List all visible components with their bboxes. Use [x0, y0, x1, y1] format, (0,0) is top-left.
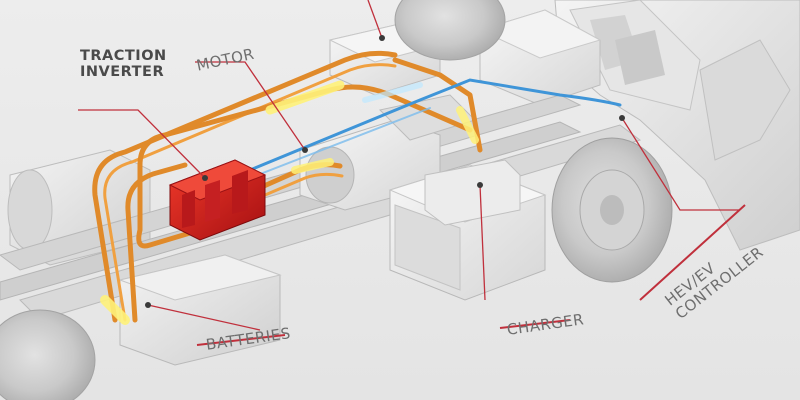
rear-wheel-left: [0, 309, 96, 400]
traction-inverter-label-line1: TRACTION: [80, 48, 167, 64]
battery-pack: [118, 254, 282, 366]
traction-inverter-label-line2: INVERTER: [80, 64, 165, 80]
cab-equipment-box: [478, 9, 602, 106]
callout-lines: [78, 0, 740, 331]
traction-inverter-label: TRACTION INVERTER: [80, 48, 167, 80]
rear-wheel-top: [394, 0, 506, 61]
traction-inverter-unit: [168, 159, 267, 241]
charger-box: [388, 159, 547, 301]
truck-cab: [554, 0, 800, 251]
callout-dots: [145, 35, 625, 308]
callout-underlines: [196, 204, 746, 346]
hv-cable-glow: [100, 80, 479, 325]
lv-cable: [248, 78, 622, 179]
front-wheel: [551, 137, 673, 283]
hv-cables: [92, 50, 483, 323]
